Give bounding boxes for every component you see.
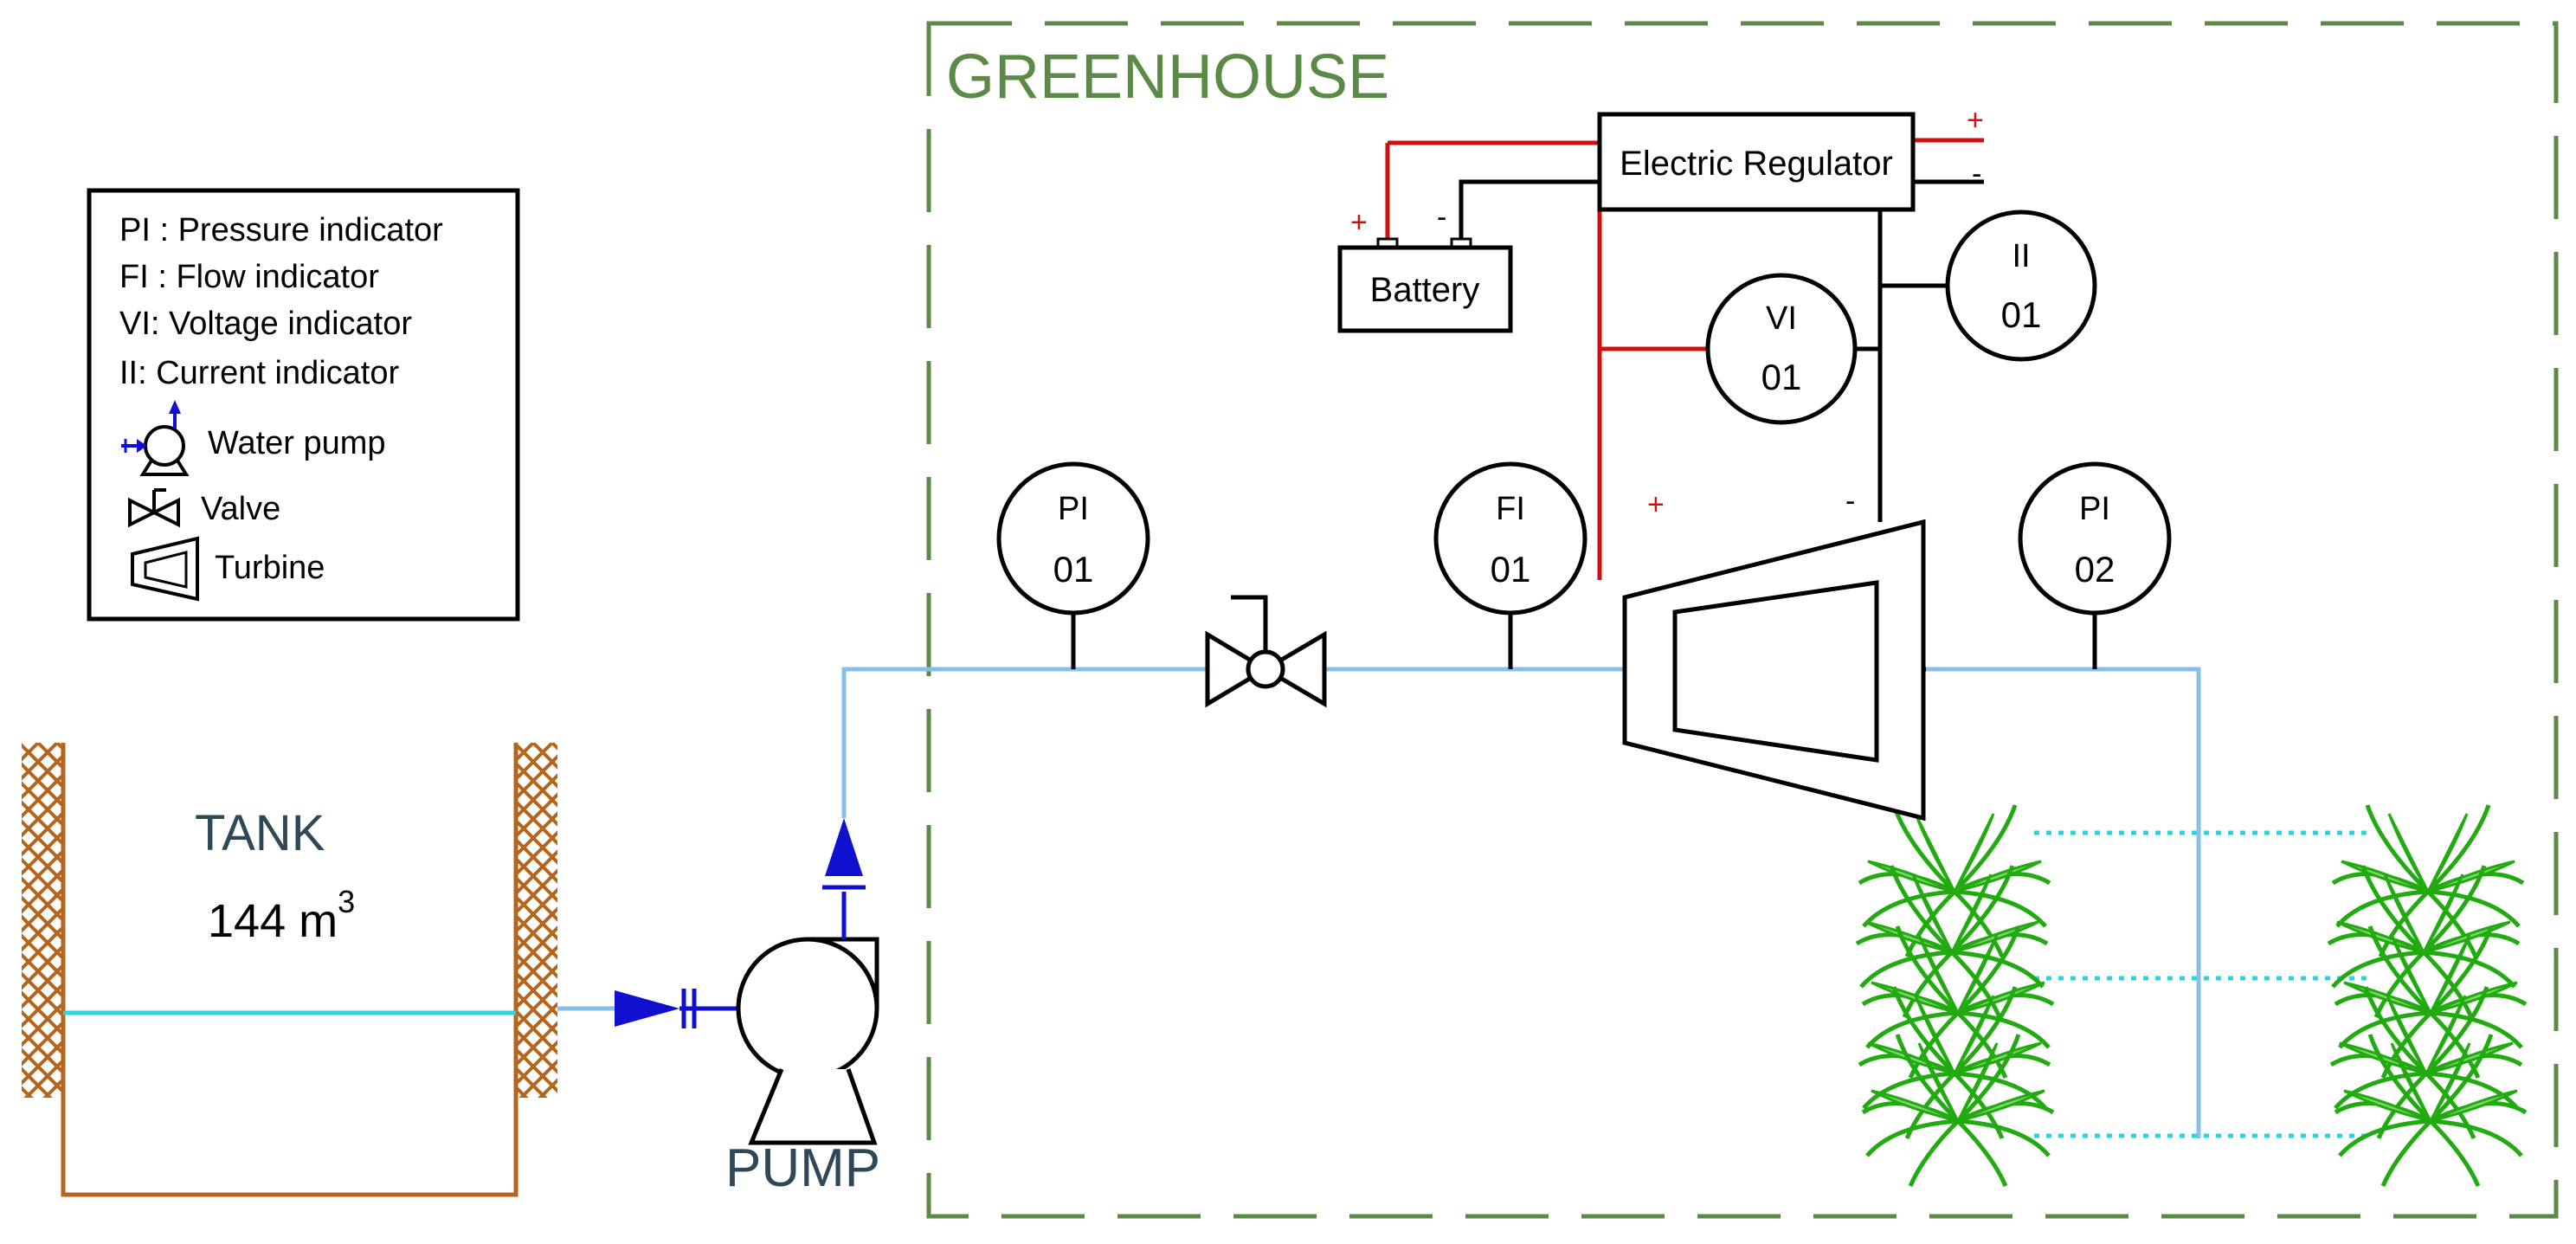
legend-vi: VI: Voltage indicator: [119, 306, 412, 342]
pressure-indicator-01: PI 01: [996, 461, 1150, 669]
svg-text:Electric Regulator: Electric Regulator: [1620, 145, 1893, 183]
svg-text:01: 01: [1761, 357, 1802, 397]
svg-text:01: 01: [1053, 549, 1094, 590]
svg-text:FI: FI: [1496, 491, 1525, 527]
svg-text:02: 02: [2075, 549, 2116, 590]
legend-fi: FI : Flow indicator: [119, 259, 379, 295]
plant-row-left: [1857, 805, 2053, 1186]
suction-arrow-icon: [615, 989, 740, 1028]
negative-wiring: [1459, 179, 1984, 522]
output-minus-sign: -: [1972, 158, 1981, 190]
battery: Battery: [1337, 237, 1513, 333]
svg-text:VI: VI: [1766, 300, 1797, 337]
svg-text:PI: PI: [2079, 491, 2110, 527]
legend-box: PI : Pressure indicator FI : Flow indica…: [87, 188, 520, 622]
legend-pi: PI : Pressure indicator: [119, 212, 443, 248]
water-pump: [736, 818, 879, 1145]
greenhouse-boundary: [926, 21, 2559, 1219]
turbine-icon: [131, 536, 199, 602]
turbine-plus-sign: +: [1647, 488, 1665, 521]
current-indicator-01: II 01: [1945, 209, 2097, 362]
discharge-arrow-icon: [825, 818, 863, 876]
svg-text:01: 01: [2001, 294, 2042, 335]
pressure-indicator-02: PI 02: [2018, 461, 2172, 669]
electric-regulator: Electric Regulator: [1597, 112, 1916, 212]
voltage-indicator-01: VI 01: [1705, 273, 1858, 425]
output-plus-sign: +: [1967, 104, 1984, 137]
turbine-minus-sign: -: [1845, 485, 1855, 518]
svg-text:01: 01: [1491, 549, 1531, 590]
legend-pump: Water pump: [208, 425, 386, 461]
tank-volume: 144 m3: [208, 884, 355, 947]
plant-row-right: [2328, 805, 2526, 1186]
control-valve: [1205, 595, 1327, 708]
battery-plus-sign: +: [1350, 206, 1368, 239]
legend-turbine: Turbine: [215, 550, 325, 586]
legend-valve: Valve: [201, 491, 280, 527]
svg-text:II: II: [2012, 238, 2030, 274]
greenhouse-label: GREENHOUSE: [946, 42, 1389, 112]
water-pump-icon: [121, 400, 190, 476]
flow-indicator-01: FI 01: [1433, 461, 1587, 669]
legend-ii: II: Current indicator: [119, 355, 399, 391]
svg-text:PI: PI: [1058, 491, 1089, 527]
pump-label: PUMP: [725, 1138, 880, 1198]
main-water-pipe: [841, 667, 2201, 1138]
svg-text:Battery: Battery: [1370, 271, 1480, 309]
tank-label: TANK: [195, 805, 325, 861]
water-tank: TANK 144 m3: [22, 743, 557, 1197]
valve-icon: [128, 488, 180, 528]
positive-wiring: [1385, 138, 1984, 580]
turbine: [1622, 519, 1926, 822]
battery-minus-sign: -: [1437, 201, 1446, 234]
